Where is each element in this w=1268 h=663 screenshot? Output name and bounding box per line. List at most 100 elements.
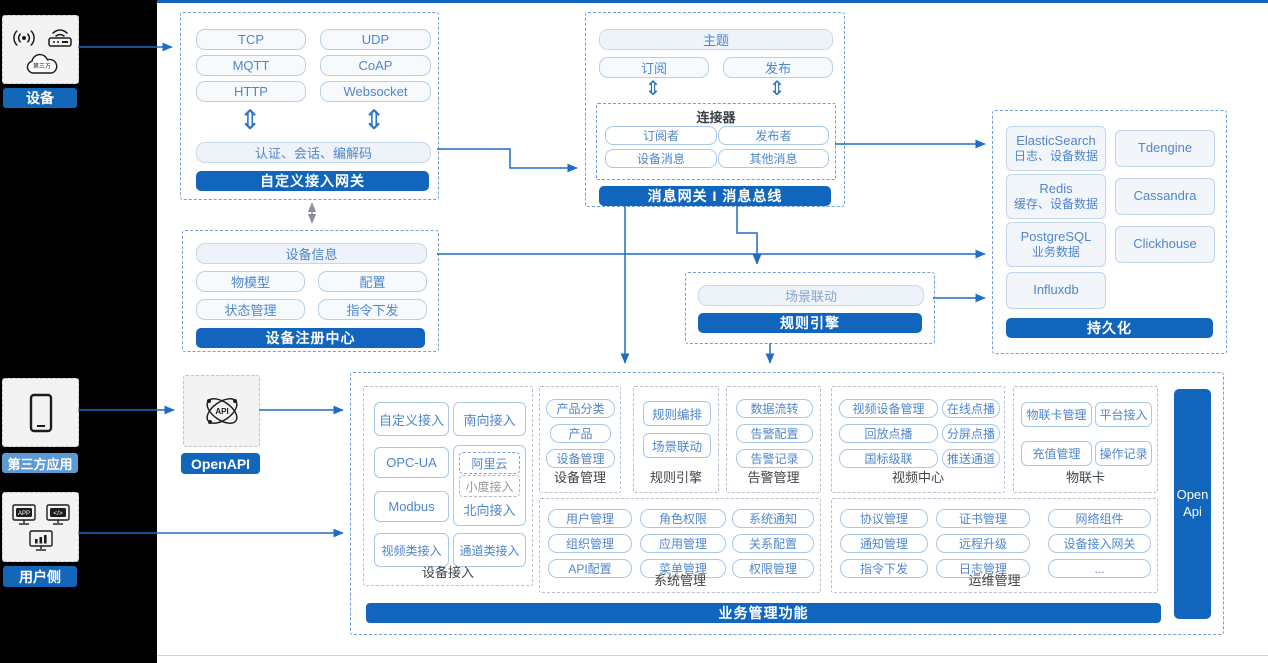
api-config-node: API配置: [548, 559, 632, 578]
section-video-center: 视频设备管理 在线点播 回放点播 分屏点播 国标级联 推送通道 视频中心: [831, 386, 1005, 493]
device-access-label: 设备接入: [421, 565, 474, 580]
business-footer-bar: 业务管理功能: [366, 603, 1161, 623]
relation-config-node: 关系配置: [732, 534, 814, 553]
db-clickhouse: Clickhouse: [1115, 226, 1215, 263]
notice-mgmt-node: 通知管理: [840, 534, 928, 553]
rule-engine-title-bar: 规则引擎: [698, 313, 922, 333]
alarm-label: 告警管理: [747, 470, 800, 485]
recharge-mgmt-node: 充值管理: [1021, 441, 1092, 466]
section-device-access: 自定义接入 南向接入 OPC-UA 阿里云 小度接入 北向接入 Modbus 视…: [363, 386, 533, 586]
signal-icon: [13, 30, 35, 46]
user-side-rail-label: 用户侧: [3, 566, 77, 587]
db-name: PostgreSQL: [1020, 228, 1092, 244]
command-dispatch-node: 指令下发: [318, 299, 427, 320]
org-mgmt-node: 组织管理: [548, 534, 632, 553]
gateway-box: TCP UDP MQTT CoAP HTTP Websocket ⇕ ⇕ 认证、…: [180, 12, 439, 200]
aliyun-node: 阿里云: [459, 452, 520, 474]
permission-mgmt-node: 权限管理: [732, 559, 814, 578]
cert-mgmt-node: 证书管理: [936, 509, 1030, 528]
section-system-mgmt: 用户管理 角色权限 系统通知 组织管理 应用管理 关系配置 API配置 菜单管理…: [539, 498, 821, 593]
db-postgresql: PostgreSQL 业务数据: [1006, 222, 1106, 267]
iot-card-label: 物联卡: [1065, 470, 1105, 485]
device-access-gateway-node: 设备接入网关: [1048, 534, 1151, 553]
ops-mgmt-label: 运维管理: [968, 573, 1021, 588]
router-icon: [48, 29, 72, 47]
app-terminal-icon: APP: [12, 504, 36, 525]
db-name: Influxdb: [1033, 282, 1079, 298]
user-mgmt-node: 用户管理: [548, 509, 632, 528]
alarm-config-node: 告警配置: [736, 424, 813, 443]
remote-upgrade-node: 远程升级: [936, 534, 1030, 553]
openapi-label: OpenAPI: [181, 453, 260, 474]
playback-node: 回放点播: [839, 424, 938, 443]
open-api-vertical-bar: Open Api: [1174, 389, 1211, 619]
protocol-udp: UDP: [320, 29, 431, 50]
db-tdengine: Tdengine: [1115, 130, 1215, 167]
split-screen-node: 分屏点播: [942, 424, 1000, 443]
db-name: Clickhouse: [1133, 236, 1197, 252]
gb-cascade-node: 国标级联: [839, 449, 938, 468]
protocol-mqtt: MQTT: [196, 55, 306, 76]
channel-access-node: 通道类接入: [453, 533, 526, 567]
user-side-icon-tile: APP </>: [2, 492, 79, 562]
section-iot-card: 物联卡管理 平台接入 充值管理 操作记录 物联卡: [1013, 386, 1158, 493]
scene-linkage-node: 场景联动: [643, 433, 711, 458]
db-cassandra: Cassandra: [1115, 178, 1215, 215]
rule-orchestration-node: 规则编排: [643, 401, 711, 426]
system-mgmt-label: 系统管理: [653, 573, 706, 588]
device-info-node: 设备信息: [196, 243, 427, 264]
video-device-mgmt-node: 视频设备管理: [839, 399, 938, 418]
gateway-title-bar: 自定义接入网关: [196, 171, 429, 191]
code-terminal-icon: </>: [46, 504, 70, 525]
protocol-http: HTTP: [196, 81, 306, 102]
protocol-mgmt-node: 协议管理: [840, 509, 928, 528]
device-icon-tile: 第三方: [2, 15, 79, 84]
platform-access-node: 平台接入: [1095, 402, 1152, 427]
dashboard-terminal-icon: [29, 530, 53, 551]
command-dispatch-node: 指令下发: [840, 559, 928, 578]
app-icon-text: APP: [18, 511, 30, 517]
db-name: Redis: [1039, 180, 1073, 196]
other-message-node: 其他消息: [718, 149, 829, 168]
push-channel-node: 推送通道: [942, 449, 1000, 468]
section-device-mgmt: 产品分类 产品 设备管理 设备管理: [539, 386, 621, 493]
top-accent-line: [157, 0, 1268, 3]
log-mgmt-node: 日志管理: [936, 559, 1030, 578]
double-arrow-icon: ⇕: [644, 78, 662, 100]
message-box: 主题 订阅 发布 ⇕ ⇕ 连接器 订阅者 发布者 设备消息 其他消息 消息网关 …: [585, 12, 845, 207]
modbus-node: Modbus: [374, 491, 449, 522]
double-arrow-icon: ⇕: [768, 78, 786, 100]
northbound-group: 阿里云 小度接入 北向接入: [453, 445, 526, 526]
section-rule-engine: 规则编排 场景联动 规则引擎: [633, 386, 719, 493]
bottom-edge-line: [157, 655, 1268, 656]
xiaodu-access-node: 小度接入: [459, 475, 520, 497]
section-ops-mgmt: 协议管理 证书管理 网络组件 通知管理 远程升级 设备接入网关 指令下发 日志管…: [831, 498, 1158, 593]
openapi-icon-tile: API: [183, 375, 260, 447]
app-mgmt-node: 应用管理: [640, 534, 726, 553]
video-center-label: 视频中心: [891, 470, 944, 485]
network-component-node: 网络组件: [1048, 509, 1151, 528]
db-name: Cassandra: [1133, 188, 1197, 204]
scene-linkage-node: 场景联动: [698, 285, 924, 306]
menu-mgmt-node: 菜单管理: [640, 559, 726, 578]
iot-card-mgmt-node: 物联卡管理: [1021, 402, 1092, 427]
db-influxdb: Influxdb: [1006, 272, 1106, 309]
persistence-box: ElasticSearch 日志、设备数据 Tdengine Redis 缓存、…: [992, 110, 1227, 354]
registry-box: 设备信息 物模型 配置 状态管理 指令下发 设备注册中心: [182, 230, 439, 352]
phone-icon: [29, 393, 53, 433]
third-party-icon-tile: [2, 378, 79, 447]
code-icon-text: </>: [53, 510, 63, 517]
custom-access-node: 自定义接入: [374, 402, 449, 436]
message-title-bar: 消息网关 I 消息总线: [599, 186, 831, 206]
config-node: 配置: [318, 271, 427, 292]
status-mgmt-node: 状态管理: [196, 299, 305, 320]
operation-record-node: 操作记录: [1095, 441, 1152, 466]
double-arrow-icon: ⇕: [362, 105, 386, 135]
cloud-icon: 第三方: [26, 53, 58, 74]
alarm-record-node: 告警记录: [736, 449, 813, 468]
topic-node: 主题: [599, 29, 833, 50]
open-api-line1: Open: [1176, 487, 1209, 503]
db-name: ElasticSearch: [1016, 132, 1096, 148]
cloud-badge-text: 第三方: [33, 62, 51, 70]
publish-node: 发布: [723, 57, 833, 78]
